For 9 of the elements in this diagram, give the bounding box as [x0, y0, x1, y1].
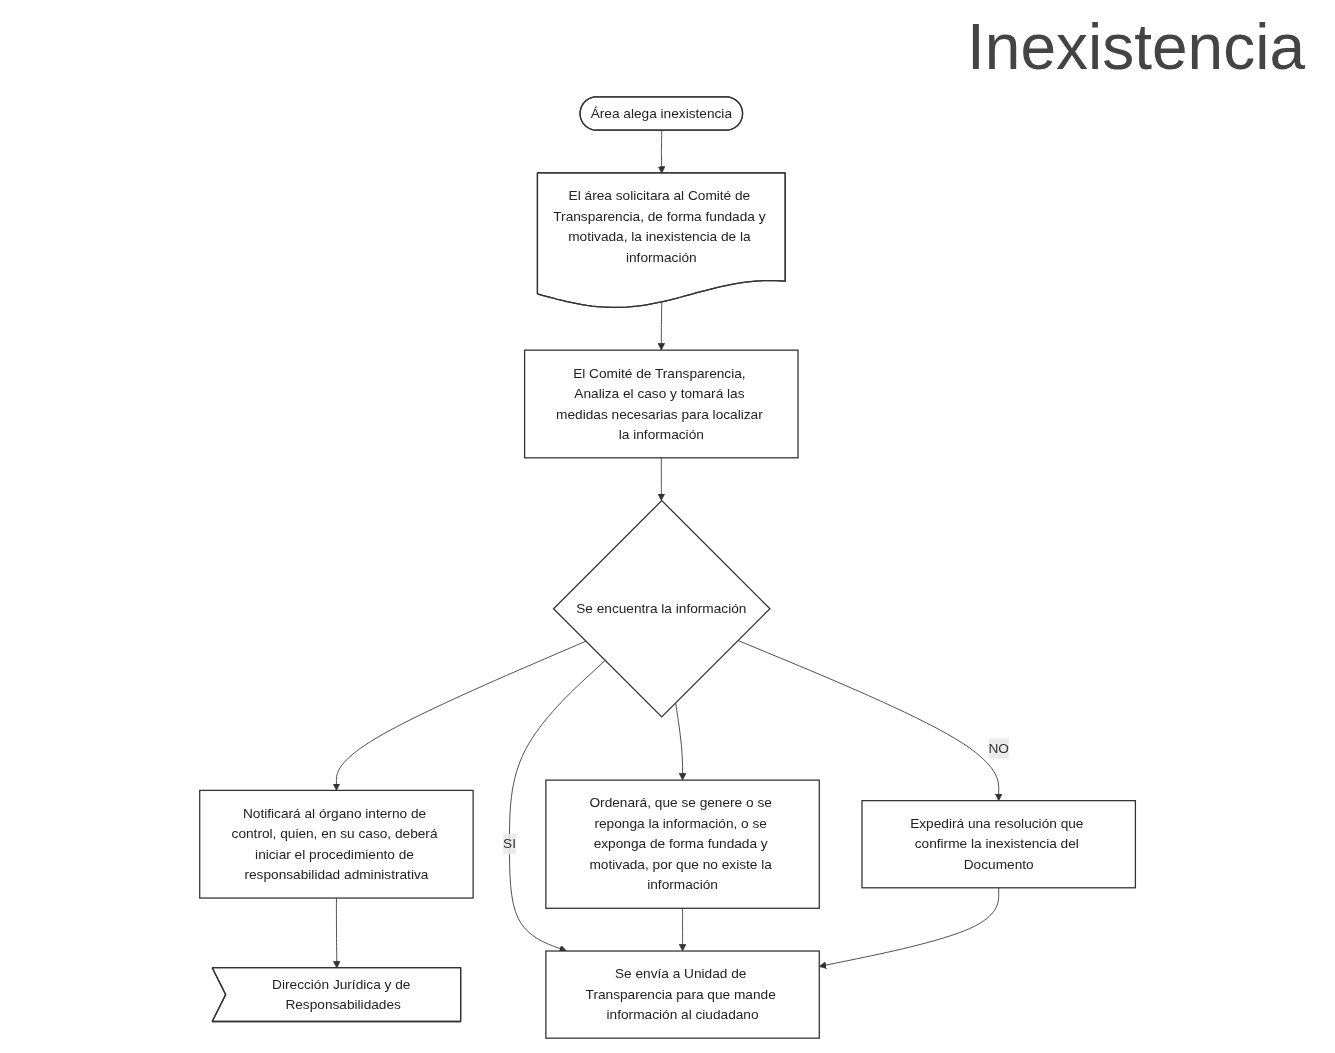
diagram-title: Inexistencia — [967, 10, 1305, 84]
node-box: El Comité de Transparencia, Analiza el caso y tomará las medidas necesarias para localizar la información — [523, 349, 799, 459]
node-box: Ordenará, que se genere o se reponga la información, o se exponga de forma fundada y motivada, por que no existe la información — [545, 779, 820, 909]
node-box: Expedirá una resolución que confirme la inexistencia del Documento — [861, 800, 1136, 889]
edge-label: SI — [502, 836, 516, 852]
edge-label: NO — [988, 740, 1009, 756]
node-box: Notificará al órgano interno de control, quien, en su caso, deberá iniciar el procedimiento de responsabilidad administrativa — [199, 789, 474, 899]
node-diamond: Se encuentra la información — [552, 499, 771, 718]
node-box: Se envía a Unidad de Transparencia para que mande información al ciudadano — [545, 950, 820, 1039]
